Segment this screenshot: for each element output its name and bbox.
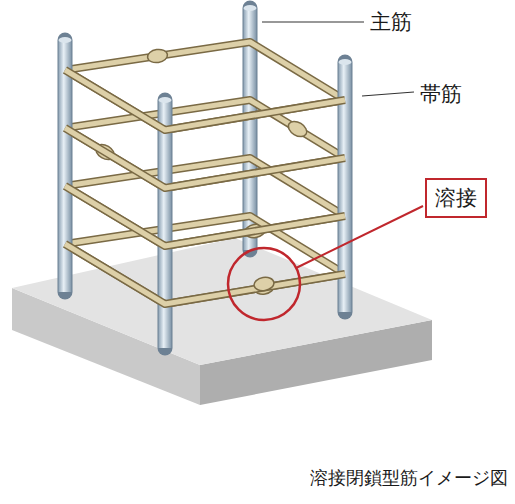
hoop	[65, 244, 345, 304]
rebar-cage	[59, 5, 352, 348]
part-label: 帯筋	[420, 80, 462, 108]
hoop	[65, 216, 345, 304]
leader-line	[296, 206, 423, 268]
hoop	[65, 100, 345, 188]
callout-text: 溶接	[435, 184, 477, 212]
hoop-outline	[65, 128, 345, 188]
hoop-outline	[65, 216, 345, 304]
hoop-outline	[65, 42, 345, 130]
hoop-outline	[65, 158, 345, 246]
bar-end	[339, 59, 352, 65]
weld-bead	[286, 118, 310, 140]
hoop-outline	[65, 186, 345, 246]
main-bar-shade	[159, 100, 172, 348]
bar-end	[244, 5, 257, 11]
hoop-outline	[65, 100, 345, 188]
bar-end	[59, 37, 72, 43]
bar-end	[159, 97, 172, 103]
main-bar	[158, 100, 173, 348]
hoop	[65, 128, 345, 188]
slab-top	[12, 238, 432, 365]
leader-line	[262, 21, 364, 22]
leader-line	[362, 92, 414, 96]
weld-highlight-circle	[228, 248, 300, 320]
hoop-outline	[65, 70, 345, 130]
callout-box: 溶接	[425, 178, 487, 218]
caption: 溶接閉鎖型筋イメージ図	[310, 466, 508, 490]
hoop-outline	[65, 244, 345, 304]
main-bar-shade	[59, 40, 72, 292]
part-label: 主筋	[370, 8, 412, 36]
weld-bead	[147, 48, 169, 64]
hoop	[65, 70, 345, 130]
weld-bead	[253, 276, 275, 292]
hoop	[65, 186, 345, 246]
hoop	[65, 158, 345, 246]
hoop	[65, 42, 345, 130]
